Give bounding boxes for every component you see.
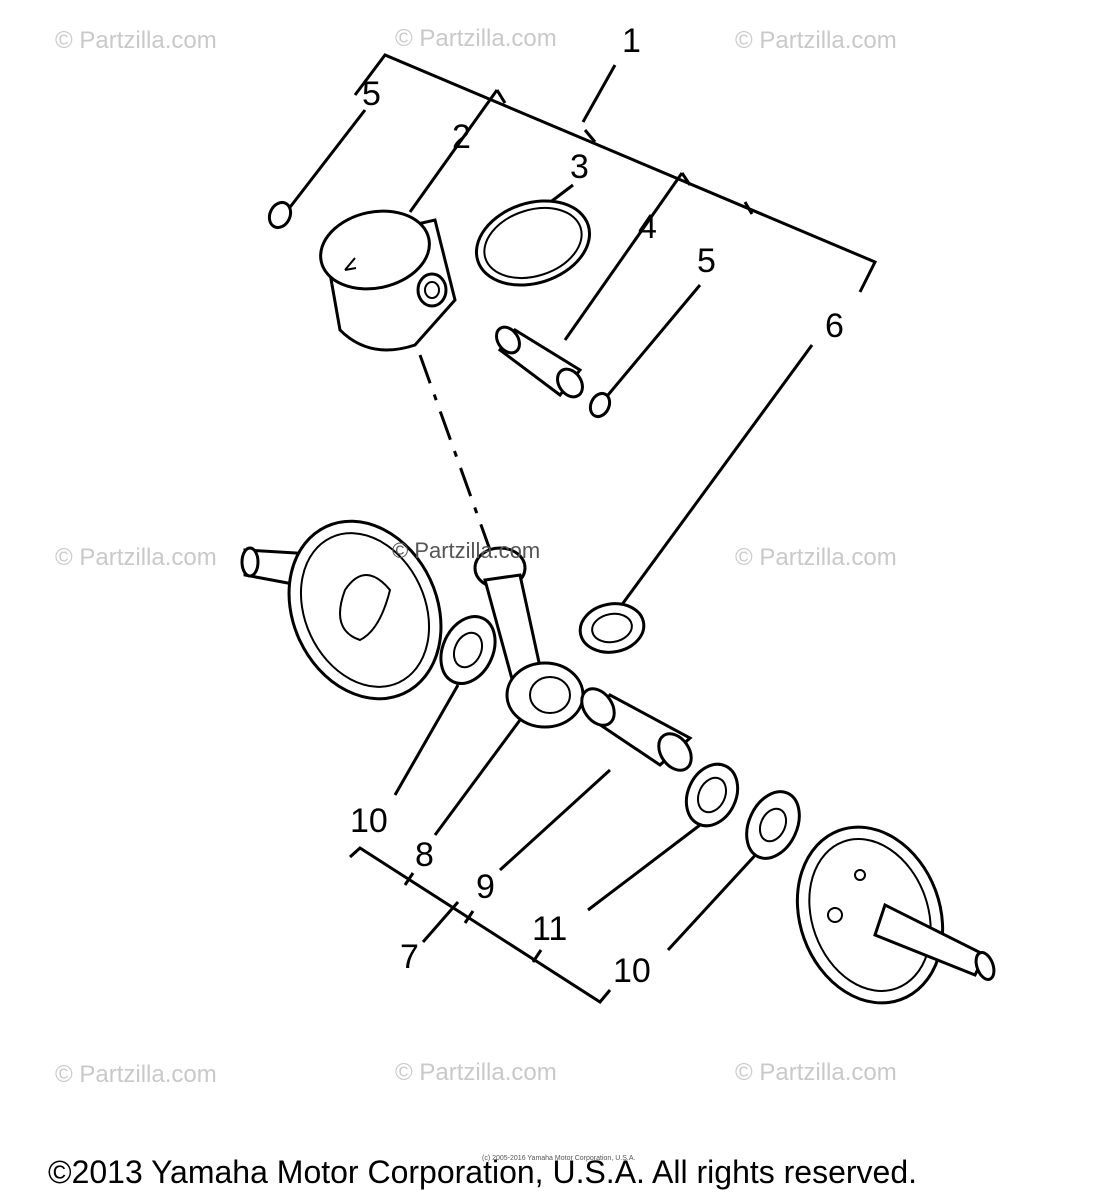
callout-10-left: 10 [350, 802, 388, 840]
needle-bearing-part-6 [578, 602, 646, 654]
washer-part-10-right [745, 790, 801, 860]
needle-bearing-part-11 [684, 762, 740, 828]
copyright-line: ©2013 Yamaha Motor Corporation, U.S.A. A… [48, 1154, 917, 1190]
callout-5-top: 5 [362, 75, 381, 113]
piston-kit-bracket [353, 53, 878, 293]
piston-ring-part-3 [474, 199, 592, 287]
callout-7: 7 [400, 938, 419, 976]
crankshaft-right-half [795, 825, 996, 1005]
watermark-3: © Partzilla.com [735, 27, 897, 54]
connecting-rod-part-8 [473, 546, 585, 729]
watermark-1: © Partzilla.com [55, 27, 217, 54]
callout-3: 3 [570, 148, 589, 186]
callout-11: 11 [532, 910, 567, 948]
callout-4: 4 [638, 208, 657, 246]
callout-1: 1 [622, 22, 641, 60]
callout-6: 6 [825, 307, 844, 345]
watermark-2: © Partzilla.com [395, 25, 557, 52]
leader-lines [282, 89, 814, 952]
watermark-center: © Partzilla.com [392, 538, 540, 563]
callout-5-right: 5 [697, 242, 716, 280]
callout-9: 9 [476, 868, 495, 906]
crank-pin-part-9 [580, 687, 693, 772]
watermark-7: © Partzilla.com [395, 1059, 557, 1086]
callout-2: 2 [452, 118, 471, 156]
crank-assembly-bracket [348, 846, 612, 1004]
watermark-4: © Partzilla.com [55, 544, 217, 571]
watermark-8: © Partzilla.com [735, 1059, 897, 1086]
crankshaft-left-half [240, 519, 443, 701]
piston-pin-part-4 [495, 325, 584, 399]
callout-10-right: 10 [613, 952, 651, 990]
piston-part-2 [319, 209, 457, 352]
circlip-part-5-right [588, 391, 612, 419]
callout-8: 8 [415, 836, 434, 874]
washer-part-10-left [439, 615, 497, 685]
watermark-6: © Partzilla.com [55, 1061, 217, 1088]
circlip-part-5-left [267, 200, 293, 230]
small-copyright-notice: (c) 2005-2016 Yamaha Motor Corporation, … [482, 1155, 635, 1162]
watermark-5: © Partzilla.com [735, 544, 897, 571]
